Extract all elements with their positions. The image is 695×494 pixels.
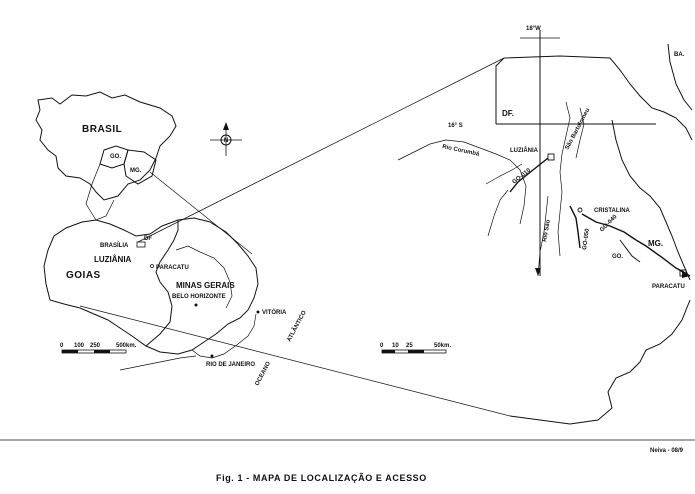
figure-caption: Fig. 1 - MAPA DE LOCALIZAÇÃO E ACESSO	[216, 473, 427, 483]
label-vitoria: VITÓRIA	[262, 308, 287, 316]
border-mg	[611, 119, 691, 281]
border-go-mg	[619, 239, 641, 263]
road-go010	[509, 157, 549, 193]
river-corumba	[397, 139, 527, 225]
label-parallel: 16° S	[448, 123, 463, 129]
scale-right-50: 50km.	[434, 343, 451, 349]
label-mg-small: MG.	[130, 168, 142, 174]
river-small	[575, 107, 585, 159]
label-df-right: DF.	[502, 109, 514, 118]
rio-dot-icon	[210, 354, 214, 358]
scale-left-250: 250	[90, 343, 101, 349]
river-tributary	[485, 163, 523, 185]
label-luziania-right: LUZIÂNIA	[510, 147, 539, 154]
scale-left-100: 100	[74, 343, 85, 349]
detail-map: 18°W 16° S DF. BA. MG. GO. LUZIÂNIA CRIS…	[380, 26, 693, 425]
label-paracatu-right: PARACATU	[652, 284, 685, 290]
road-go050	[569, 205, 581, 249]
paracatu-dot-icon	[150, 264, 154, 268]
scale-left-0: 0	[60, 343, 64, 349]
river-tributary-2	[487, 189, 509, 237]
label-brasil: BRASIL	[82, 124, 122, 135]
rj-border	[191, 313, 257, 359]
coast-south	[119, 355, 197, 371]
label-df-left: DF	[144, 236, 152, 242]
state-border-go-mg	[145, 220, 179, 347]
scale-right-10: 10	[392, 343, 399, 349]
label-mg-right: MG.	[648, 239, 663, 248]
signature: Neiva - 08/9	[650, 448, 684, 454]
label-go-right: GO.	[612, 254, 623, 260]
label-oceano: OCEANO	[254, 361, 272, 387]
label-cristalina: CRISTALINA	[594, 208, 631, 214]
luziania-symbol-icon	[547, 153, 555, 161]
label-sao-bartolomeu: São Bartolomeu	[564, 107, 591, 151]
label-ba: BA.	[674, 52, 685, 58]
mg-region-small	[123, 149, 157, 185]
label-go050: GO-050	[582, 228, 591, 251]
label-rio: RIO DE JANEIRO	[206, 362, 255, 368]
detail-outline-right	[667, 43, 693, 111]
arrow-south-icon	[535, 268, 541, 276]
label-meridian: 18°W	[526, 26, 541, 32]
label-go-small: GO.	[110, 154, 121, 160]
label-atlantico: ATLÂNTICO	[286, 309, 308, 343]
vitoria-dot-icon	[256, 310, 260, 314]
scale-bar-right: 0 10 25 50km.	[380, 343, 451, 354]
scale-bar-left: 0 100 250 500km.	[60, 343, 137, 354]
scale-right-0: 0	[380, 343, 384, 349]
label-goias: GOIAS	[66, 270, 101, 281]
label-brasilia: BRASÍLIA	[100, 241, 129, 249]
goias-minas-outline	[43, 217, 259, 355]
minas-inner	[175, 245, 233, 309]
projection-line-1	[149, 171, 253, 255]
cristalina-symbol-icon	[577, 207, 583, 213]
belo-horizonte-dot-icon	[194, 303, 198, 307]
label-belo-horizonte: BELO HORIZONTE	[172, 294, 226, 300]
label-go010: GO-010	[512, 167, 533, 185]
north-label: N	[224, 138, 228, 144]
label-minas-gerais: MINAS GERAIS	[176, 281, 235, 290]
df-box	[495, 57, 505, 124]
projection-line-2	[137, 57, 505, 243]
paracatu-symbol-icon	[679, 269, 687, 277]
river-sao-marcos	[537, 195, 549, 277]
label-luziania-left: LUZIÂNIA	[94, 255, 132, 264]
detail-outline	[503, 55, 693, 141]
north-arrow-icon: N	[210, 122, 242, 156]
scale-right-25: 25	[406, 343, 413, 349]
scale-left-500: 500km.	[116, 343, 137, 349]
inner-border	[85, 163, 115, 221]
label-rio-sao: Rio São	[542, 219, 552, 242]
road-go040	[581, 213, 691, 277]
label-paracatu-left: PARACATU	[156, 265, 189, 271]
projection-line-3	[79, 305, 511, 417]
river-sao-bartolomeu	[557, 101, 571, 257]
brazil-outline	[35, 91, 177, 201]
detail-outline-bottom	[509, 299, 691, 425]
brazil-map: N BRASIL GO. MG. DF BRASÍLIA LUZIÂNIA PA…	[35, 57, 511, 417]
df-box-icon	[136, 241, 146, 248]
